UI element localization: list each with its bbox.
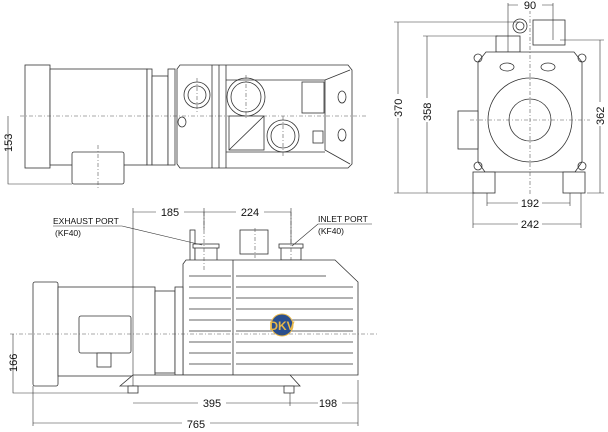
dim-765: 765	[187, 419, 205, 431]
lifting-eye	[512, 18, 528, 34]
junction-box-side	[78, 315, 132, 354]
dim-242: 242	[521, 219, 539, 231]
motor-end-cap	[24, 64, 51, 169]
motor-end-cap-side	[32, 281, 59, 387]
dim-192: 192	[521, 198, 539, 210]
dim-153: 153	[3, 134, 15, 152]
oil-cap	[239, 229, 269, 255]
motor-body	[49, 68, 148, 166]
exhaust-port-label: EXHAUST PORT	[53, 216, 119, 226]
base-plate	[118, 374, 301, 387]
exhaust-port-spec: (KF40)	[55, 228, 81, 238]
dim-370: 370	[393, 99, 405, 117]
dim-362: 362	[595, 107, 607, 125]
dim-358: 358	[422, 103, 434, 121]
dim-166: 166	[8, 354, 20, 372]
inlet-port-label: INLET PORT	[318, 214, 368, 224]
pump-body-side	[182, 259, 359, 376]
logo-text: DKV	[269, 319, 294, 333]
inlet-port-spec: (KF40)	[318, 226, 344, 236]
dim-185: 185	[161, 207, 179, 219]
dim-395: 395	[203, 398, 221, 410]
side-view: DKV 185 224 EXHAUST PORT (KF40) INLET PO…	[8, 205, 378, 431]
cooling-fins	[189, 275, 353, 365]
dim-90: 90	[524, 0, 536, 12]
top-view: 153	[3, 64, 366, 188]
dkv-logo	[270, 313, 294, 337]
coupling	[151, 75, 169, 166]
pump-body-top	[176, 64, 353, 169]
dim-198: 198	[319, 398, 337, 410]
dim-224: 224	[241, 207, 259, 219]
front-view: 90 370 358 362 192 242	[392, 0, 607, 231]
